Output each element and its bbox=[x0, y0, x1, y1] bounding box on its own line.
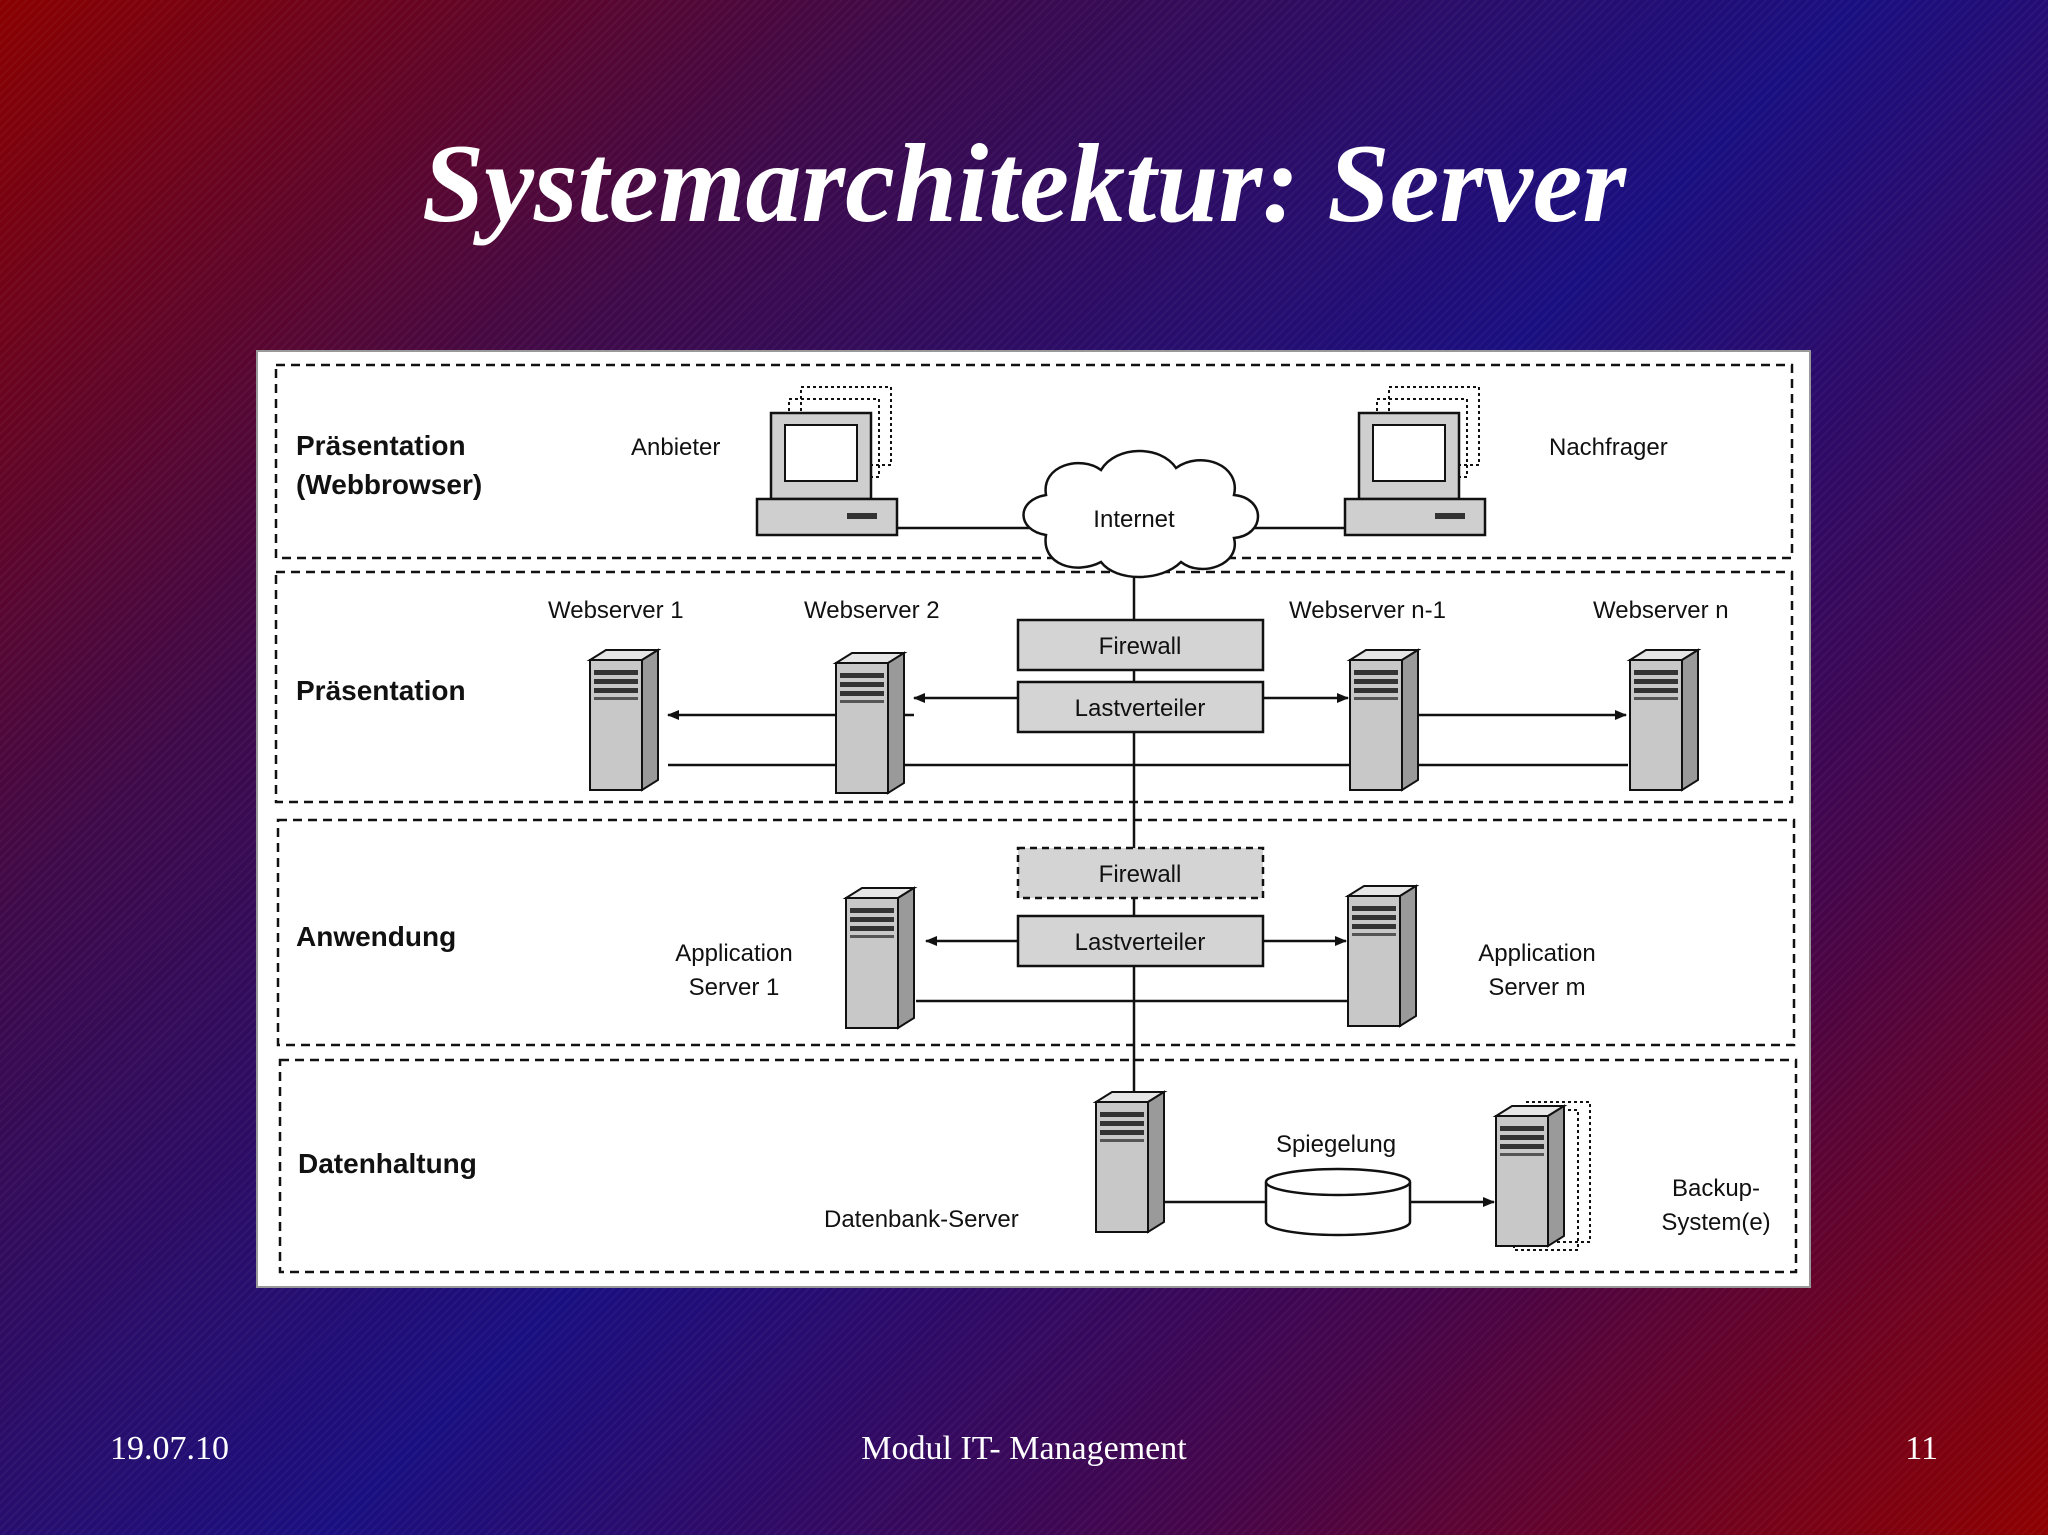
layer-label-webbrowser-2: (Webbrowser) bbox=[296, 469, 482, 500]
layer-box-anwendung bbox=[276, 818, 1796, 1047]
label-backup-line1: Backup- bbox=[1672, 1175, 1760, 1202]
layer-label-webbrowser-1: Präsentation bbox=[296, 430, 466, 461]
lastverteiler-2-box bbox=[1016, 914, 1265, 968]
layer-label-anwendung: Anwendung bbox=[296, 921, 456, 952]
label-anbieter: Anbieter bbox=[631, 434, 720, 461]
label-application-server-1-line2: Server 1 bbox=[689, 974, 780, 1001]
label-datenbank-server: Datenbank-Server bbox=[824, 1206, 1019, 1233]
label-nachfrager: Nachfrager bbox=[1549, 434, 1668, 461]
webserver-n-icon bbox=[1629, 649, 1699, 791]
firewall-1-box bbox=[1016, 618, 1265, 672]
webserver-2-icon bbox=[835, 652, 905, 794]
page-number: 11 bbox=[1905, 1430, 1938, 1467]
lastverteiler-1-box bbox=[1016, 680, 1265, 734]
label-webserver-n: Webserver n bbox=[1593, 597, 1729, 624]
footer-title: Modul IT- Management bbox=[861, 1430, 1187, 1467]
label-firewall-2: Firewall bbox=[1099, 861, 1182, 888]
label-lastverteiler-1: Lastverteiler bbox=[1075, 695, 1206, 722]
label-application-server-m-line2: Server m bbox=[1488, 974, 1585, 1001]
footer-date: 19.07.10 bbox=[110, 1430, 229, 1467]
application-server-m-icon bbox=[1347, 885, 1417, 1027]
layer-box-datenhaltung bbox=[278, 1058, 1798, 1274]
application-server-1-icon bbox=[845, 887, 915, 1029]
layer-label-datenhaltung: Datenhaltung bbox=[298, 1148, 477, 1179]
backup-system-icon bbox=[1495, 1101, 1591, 1251]
layer-box-praesentation bbox=[274, 570, 1794, 804]
label-webserver-n-1: Webserver n-1 bbox=[1289, 597, 1446, 624]
webserver-1-icon bbox=[589, 649, 659, 791]
label-webserver-2: Webserver 2 bbox=[804, 597, 940, 624]
layer-box-webbrowser bbox=[274, 363, 1794, 560]
label-lastverteiler-2: Lastverteiler bbox=[1075, 929, 1206, 956]
internet-cloud-icon bbox=[1022, 449, 1260, 579]
slide-title: Systemarchitektur: Server bbox=[422, 122, 1626, 246]
nachfrager-pc-icon bbox=[1343, 385, 1487, 537]
datenbank-server-icon bbox=[1095, 1091, 1165, 1233]
architecture-diagram: Präsentation (Webbrowser) Präsentation A… bbox=[256, 350, 1811, 1288]
label-application-server-m-line1: Application bbox=[1478, 940, 1595, 967]
anbieter-pc-icon bbox=[755, 385, 899, 537]
label-webserver-1: Webserver 1 bbox=[548, 597, 684, 624]
label-backup-line2: System(e) bbox=[1661, 1209, 1770, 1236]
label-firewall-1: Firewall bbox=[1099, 633, 1182, 660]
firewall-2-box bbox=[1016, 846, 1265, 900]
label-application-server-1-line1: Application bbox=[675, 940, 792, 967]
label-spiegelung: Spiegelung bbox=[1276, 1131, 1396, 1158]
label-internet: Internet bbox=[1093, 506, 1175, 533]
spiegelung-disk-icon bbox=[1264, 1167, 1412, 1237]
webserver-n-1-icon bbox=[1349, 649, 1419, 791]
layer-label-praesentation: Präsentation bbox=[296, 675, 466, 706]
